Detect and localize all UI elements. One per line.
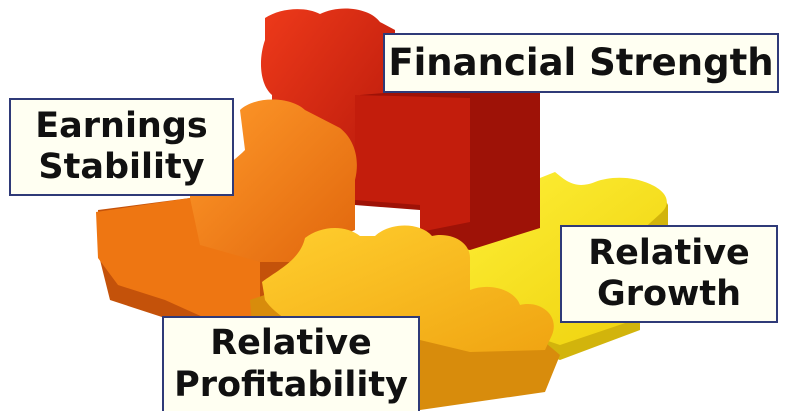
label-relative-profitability-line2: Profitability [174, 364, 408, 405]
label-relative-profitability-line1: Relative [210, 323, 372, 364]
label-earnings-stability: Earnings Stability [9, 98, 234, 196]
label-relative-growth-line1: Relative [588, 232, 750, 273]
puzzle-piece-financial-front [355, 95, 470, 232]
label-earnings-stability-line1: Earnings [35, 105, 208, 146]
puzzle-piece-earnings-top [190, 99, 357, 266]
label-relative-profitability: Relative Profitability [162, 316, 420, 411]
label-financial-strength-text: Financial Strength [388, 41, 774, 85]
label-relative-growth-line2: Growth [596, 274, 742, 314]
puzzle-piece-earnings-front [96, 198, 260, 320]
puzzle-piece-earnings [96, 99, 357, 335]
label-relative-growth: Relative Growth [560, 225, 778, 323]
label-financial-strength: Financial Strength [383, 33, 779, 93]
label-earnings-stability-line2: Stability [38, 147, 205, 187]
